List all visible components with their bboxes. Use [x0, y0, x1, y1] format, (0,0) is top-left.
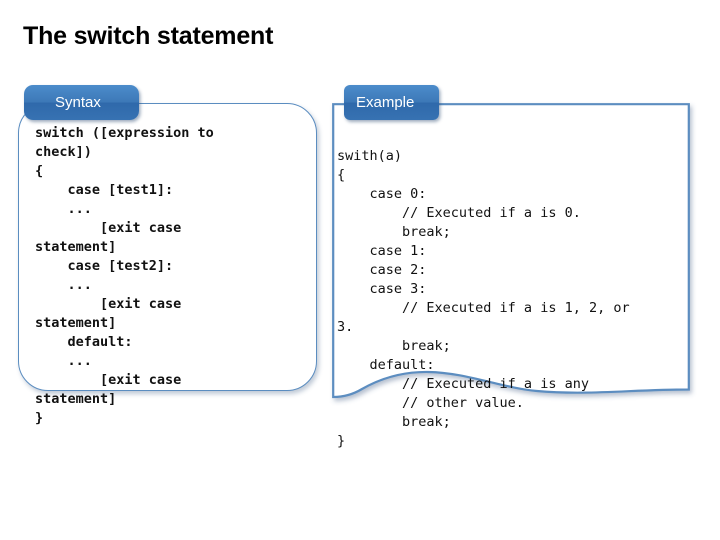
example-panel — [332, 103, 690, 399]
example-panel-outline — [332, 103, 690, 399]
example-badge-label: Example — [356, 94, 415, 111]
example-badge: Example — [344, 85, 439, 120]
syntax-panel — [18, 103, 317, 391]
page-title: The switch statement — [23, 22, 274, 50]
example-panel-shape — [332, 103, 690, 399]
syntax-badge-label: Syntax — [55, 94, 101, 111]
syntax-code-block: switch ([expression to check]) { case [t… — [35, 125, 214, 426]
example-code-block: swith(a) { case 0: // Executed if a is 0… — [337, 148, 630, 449]
syntax-badge: Syntax — [24, 85, 139, 120]
syntax-panel-body — [18, 103, 317, 391]
